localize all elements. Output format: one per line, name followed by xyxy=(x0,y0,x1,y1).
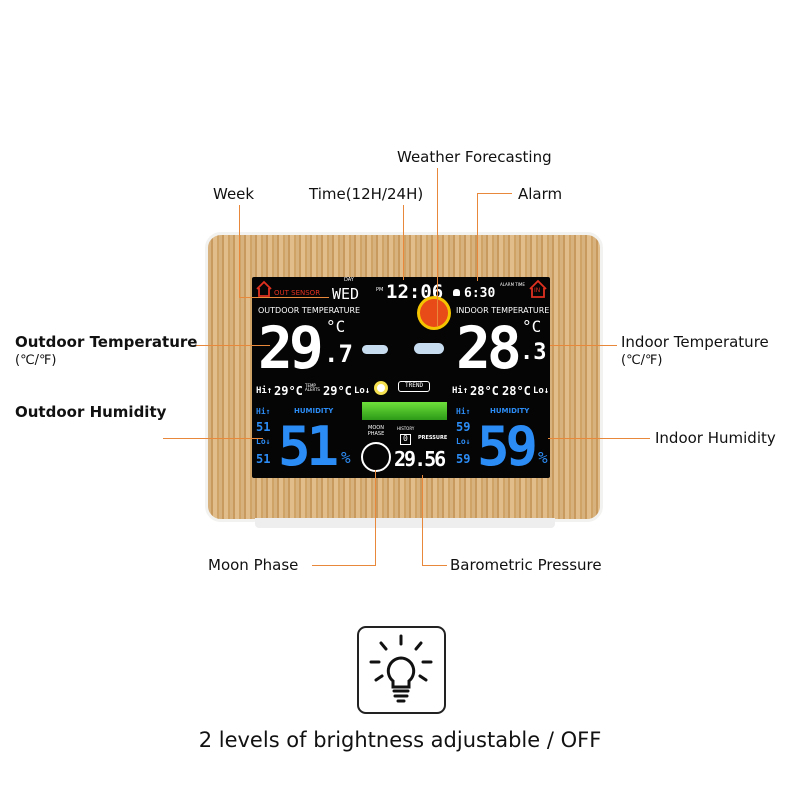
indoor-humidity-lo: 59 xyxy=(456,452,471,466)
weekday: WED xyxy=(332,285,360,303)
light-bulb-icon xyxy=(369,634,433,703)
outdoor-temperature-units: (℃/℉) xyxy=(15,353,57,368)
indoor-temperature-units: (℃/℉) xyxy=(621,353,663,368)
outdoor-humidity-lo: 51 xyxy=(256,452,271,466)
outdoor-temp-decimal: .7 xyxy=(324,340,353,368)
indoor-hi-label: Hi↑ xyxy=(452,386,469,396)
indoor-temp-unit: °C xyxy=(522,317,542,336)
indoor-humidity: 59 xyxy=(477,415,538,478)
clock-time: 12:06 xyxy=(386,281,444,303)
temp-alerts-label: TEMP ALERTS xyxy=(305,383,320,393)
pressure-callout-line xyxy=(422,475,423,566)
grass-icon xyxy=(362,402,447,420)
pressure-callout-line xyxy=(422,565,447,566)
history-value: 0 xyxy=(400,434,411,445)
indoor-temp-hi: 28°C xyxy=(470,384,499,398)
trend-indicator: TREND xyxy=(398,381,431,392)
barometric-pressure-label: Barometric Pressure xyxy=(450,556,602,574)
indoor-humidity-hi: 59 xyxy=(456,420,471,434)
outdoor-temp-unit: °C xyxy=(326,317,346,336)
outdoor-hi-label: Hi↑ xyxy=(256,386,273,396)
week-label: Week xyxy=(213,185,255,203)
alarm-label: Alarm xyxy=(518,185,563,203)
moon-phase-icon xyxy=(361,442,391,472)
history-label: HISTORY xyxy=(397,426,415,431)
in-label: IN xyxy=(534,287,541,294)
alarm-callout-line xyxy=(477,193,478,281)
outdoor-temperature-label: Outdoor Temperature xyxy=(15,333,198,351)
outdoor-humidity-percent: % xyxy=(341,448,351,467)
outdoor-humidity-label: HUMIDITY xyxy=(294,407,334,415)
alarm-callout-line xyxy=(477,193,512,194)
pm-indicator: PM xyxy=(376,287,384,293)
indoor-temperature-label: Indoor Temperature xyxy=(621,333,769,351)
moon-callout-line xyxy=(375,470,376,566)
indoor-house-icon xyxy=(529,279,547,298)
sun-icon xyxy=(420,299,448,327)
alarm-bell-icon xyxy=(453,289,460,296)
flower-icon xyxy=(374,381,388,395)
outdoor-temp-callout-line xyxy=(195,345,270,346)
week-callout-line xyxy=(239,297,329,298)
outdoor-temp-integer: 29 xyxy=(258,314,324,382)
outdoor-humidity-callout-line xyxy=(163,438,263,439)
outdoor-humidity-label: Outdoor Humidity xyxy=(15,403,167,421)
weather-station-base xyxy=(255,518,555,528)
alarm-time: 6:30 xyxy=(464,286,496,301)
outdoor-humidity-hi: 51 xyxy=(256,420,271,434)
outdoor-temp-label: OUTDOOR TEMPERATURE xyxy=(258,306,361,315)
indoor-humidity-callout-line xyxy=(548,438,650,439)
indoor-temp-label: INDOOR TEMPERATURE xyxy=(456,306,550,315)
weather-callout-line xyxy=(437,168,438,326)
indoor-temp-integer: 28 xyxy=(456,314,522,382)
brightness-button xyxy=(357,626,446,714)
outdoor-house-icon xyxy=(256,280,272,297)
time-callout-line xyxy=(403,205,404,280)
pressure-label: PRESSURE xyxy=(418,435,448,441)
indoor-humidity-label: HUMIDITY xyxy=(490,407,530,415)
alarm-label: ALARM TIME xyxy=(500,282,525,287)
out-sensor-label: OUT SENSOR xyxy=(274,289,321,297)
indoor-lo-label: Lo↓ xyxy=(533,386,550,396)
indoor-humidity-percent: % xyxy=(538,448,548,467)
moon-callout-line xyxy=(312,565,376,566)
indoor-temp-callout-line xyxy=(550,345,617,346)
indoor-hum-lo-label: Lo↓ xyxy=(456,437,471,446)
time-label: Time(12H/24H) xyxy=(309,185,424,203)
moon-phase-label: Moon Phase xyxy=(208,556,299,574)
outdoor-hum-lo-label: Lo↓ xyxy=(256,437,271,446)
moon-phase-label: MOON PHASE xyxy=(367,425,385,437)
weather-forecasting-label: Weather Forecasting xyxy=(397,148,552,166)
indoor-temp-lo: 28°C xyxy=(502,384,531,398)
indoor-hum-hi-label: Hi↑ xyxy=(456,407,471,416)
lcd-screen: OUT SENSOR DAY WED PM 12:06 6:30 ALARM T… xyxy=(252,277,550,478)
cloud-icon xyxy=(362,345,388,354)
outdoor-lo-label: Lo↓ xyxy=(354,386,371,396)
indoor-temp-decimal: .3 xyxy=(520,340,547,365)
outdoor-humidity: 51 xyxy=(278,415,339,478)
brightness-caption: 2 levels of brightness adjustable / OFF xyxy=(198,728,602,752)
indoor-humidity-label: Indoor Humidity xyxy=(655,429,776,447)
week-callout-line xyxy=(239,205,240,297)
day-label: DAY xyxy=(344,277,354,283)
outdoor-temp-lo: 29°C xyxy=(323,384,352,398)
cloud-icon xyxy=(414,343,444,354)
pressure-value: 29.56 xyxy=(394,447,446,471)
outdoor-hum-hi-label: Hi↑ xyxy=(256,407,271,416)
outdoor-temp-hi: 29°C xyxy=(274,384,303,398)
